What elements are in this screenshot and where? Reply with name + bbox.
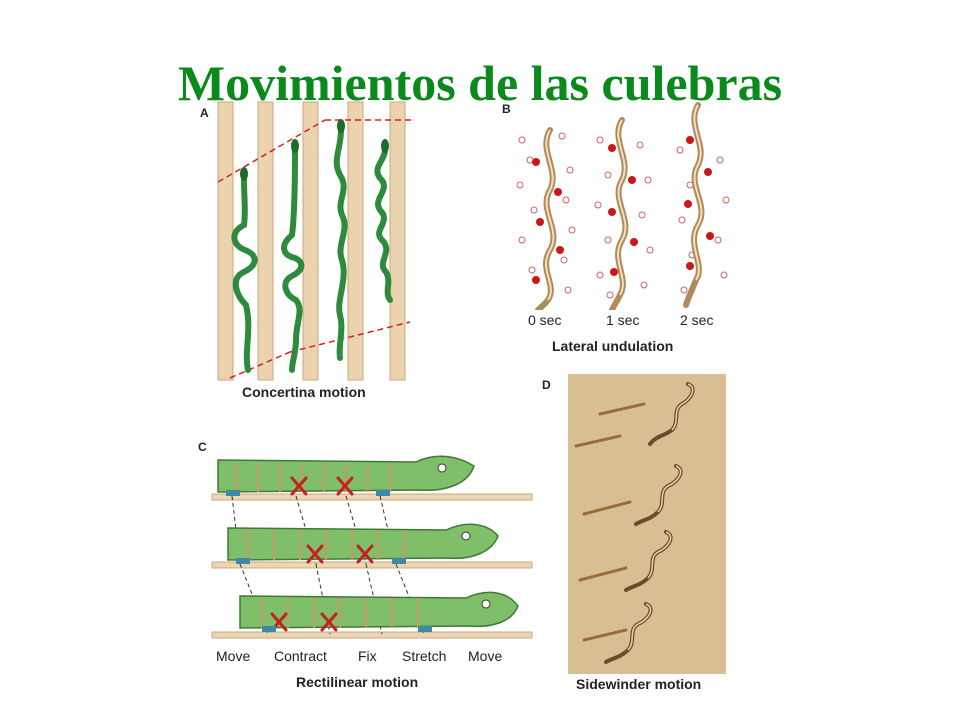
- sand-background: [568, 374, 726, 674]
- panel-concertina: A Concertina motio: [200, 100, 420, 410]
- rectilinear-illustration: [211, 455, 533, 639]
- panel-d-caption: Sidewinder motion: [576, 676, 702, 692]
- lateral-undulation-illustration: [516, 102, 730, 310]
- rectilinear-label-contract: Contract: [274, 648, 327, 664]
- panel-d-letter: D: [542, 378, 551, 392]
- panel-b-caption: Lateral undulation: [552, 338, 674, 354]
- undulating-snakes: [535, 102, 705, 310]
- ground-anchors: [226, 490, 432, 632]
- panel-c-letter: C: [198, 440, 207, 454]
- time-label-2: 2 sec: [680, 312, 714, 328]
- undulating-snake-bellies: [545, 104, 703, 301]
- concertina-snakes: [231, 127, 393, 373]
- panel-b-letter: B: [502, 102, 511, 116]
- sidewinder-tracks: [574, 402, 646, 642]
- panel-c-caption: Rectilinear motion: [296, 674, 419, 690]
- rectilinear-label-move-2: Move: [468, 648, 503, 664]
- peg-field: [516, 132, 730, 299]
- time-label-1: 1 sec: [606, 312, 640, 328]
- slide-title: Movimientos de las culebras: [177, 55, 783, 111]
- rectilinear-label-fix: Fix: [358, 648, 377, 664]
- posts: [217, 101, 406, 381]
- panel-a-letter: A: [200, 106, 209, 120]
- muscle-marks: [270, 476, 374, 632]
- panel-rectilinear: C: [196, 436, 536, 698]
- contact-pegs: [532, 136, 714, 284]
- snake-eyes: [437, 463, 491, 609]
- panel-sidewinder: D Sidewinder motion: [540, 374, 740, 700]
- sidewinder-illustration: [568, 374, 726, 674]
- concertina-snake-heads: [240, 119, 389, 181]
- rectilinear-label-move-1: Move: [216, 648, 251, 664]
- rectilinear-label-stretch: Stretch: [402, 648, 447, 664]
- panel-a-caption: Concertina motion: [242, 384, 366, 400]
- panel-lateral-undulation: B: [500, 100, 740, 360]
- concertina-illustration: [217, 101, 415, 381]
- time-label-0: 0 sec: [528, 312, 562, 328]
- sidewinder-snake-highlights: [627, 383, 694, 651]
